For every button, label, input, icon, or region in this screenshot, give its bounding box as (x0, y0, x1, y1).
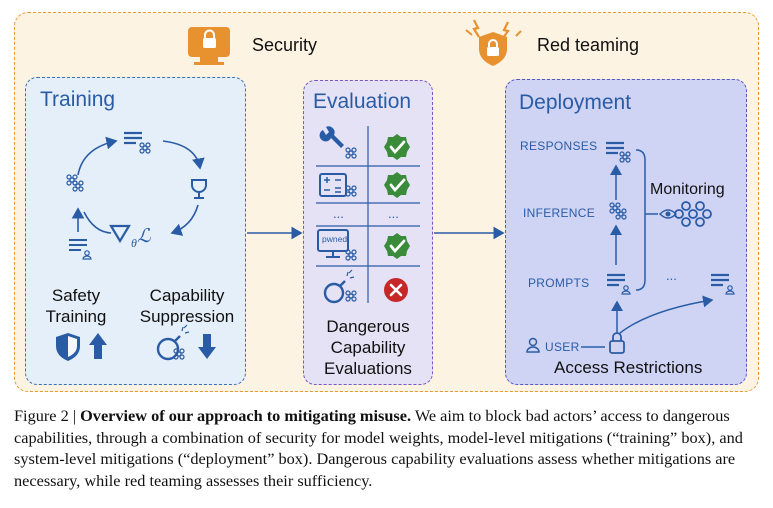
user-data-icon (69, 239, 92, 260)
training-cycle (66, 131, 207, 260)
figure-number: Figure 2 | (14, 406, 77, 425)
eval-ellipsis-left: ... (333, 206, 344, 221)
capability-suppression-label: Capability Suppression (139, 286, 235, 326)
arrow-up-icon (89, 333, 107, 359)
lock-icon (609, 332, 625, 354)
inference-network-icon (609, 202, 621, 214)
pwned-text: pwned (322, 234, 348, 244)
arrow-down-icon (198, 334, 216, 359)
evaluation-grid (316, 126, 420, 303)
nabla-icon (109, 224, 131, 244)
monitoring-label: Monitoring (650, 181, 725, 198)
user-label: USER (545, 340, 580, 354)
red-teaming-label: Red teaming (537, 35, 640, 55)
evaluation-title: Evaluation (313, 90, 412, 113)
caption-body: We aim to block bad actors’ access to da… (14, 406, 743, 490)
loss-symbol: ℒ (137, 226, 151, 247)
deployment-flow (526, 141, 735, 354)
deployment-title: Deployment (519, 91, 632, 114)
figure-caption: Figure 2 | Overview of our approach to m… (14, 405, 759, 491)
deployment-panel (505, 79, 747, 385)
inference-label: INFERENCE (523, 206, 596, 220)
prompts-icon (607, 273, 631, 295)
data-lines-icon (122, 131, 144, 145)
cross-icon (384, 278, 408, 302)
shield-icon (56, 333, 80, 361)
dangerous-capability-evaluations-label: Dangerous Capability Evaluations (324, 317, 412, 378)
responses-label: RESPONSES (520, 139, 598, 153)
wrench-icon (319, 126, 357, 159)
eye-icon (658, 209, 678, 219)
check-icon-3 (382, 231, 412, 261)
monitor-pwned-icon (317, 229, 357, 261)
calculator-icon (319, 173, 357, 197)
shield-lightning-icon (465, 19, 522, 66)
bomb-icon (156, 324, 190, 361)
user-icon (526, 337, 540, 353)
bomb-eval-icon (323, 269, 357, 304)
security-label: Security (252, 35, 318, 55)
network-icon (139, 142, 151, 154)
prompts-label: PROMPTS (528, 276, 590, 290)
prompts-icon-2 (711, 273, 735, 295)
access-restrictions-label: Access Restrictions (554, 358, 703, 377)
safety-training-label: Safety Training (45, 286, 107, 326)
monitor-network-icon (674, 201, 712, 227)
eval-ellipsis-right: ... (388, 206, 399, 221)
monitor-lock-icon (188, 27, 230, 65)
training-title: Training (40, 88, 116, 111)
theta-symbol: θ (131, 236, 137, 250)
caption-title: Overview of our approach to mitigating m… (80, 406, 412, 425)
training-panel (25, 77, 246, 385)
check-icon-2 (382, 170, 412, 200)
check-icon-1 (382, 132, 412, 162)
deploy-ellipsis: ... (666, 268, 677, 283)
trophy-icon (191, 179, 207, 199)
model-network-icon (66, 174, 78, 186)
